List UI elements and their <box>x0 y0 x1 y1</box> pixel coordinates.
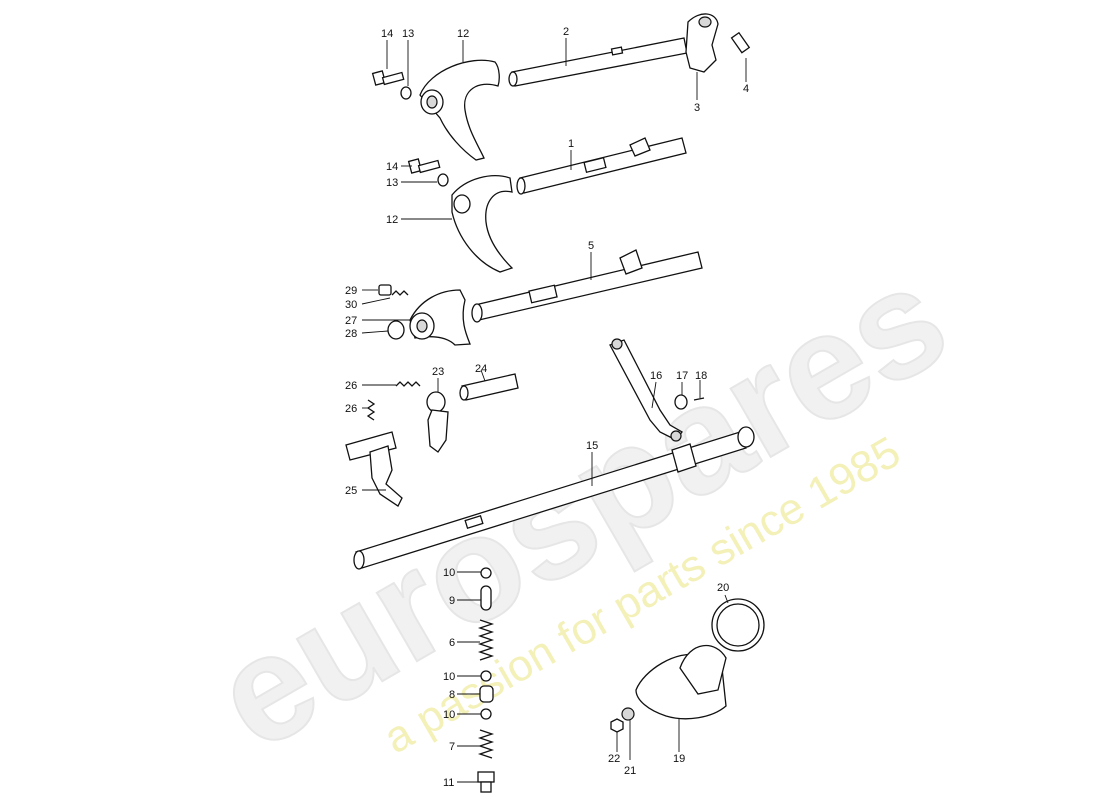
part-selector-25 <box>345 431 403 507</box>
callout-6: 6 <box>449 637 455 649</box>
part-plunger-8 <box>479 685 494 703</box>
part-spring-7 <box>477 729 495 759</box>
callout-26-a: 26 <box>345 380 357 392</box>
watermark: eurospares a passion for parts since 198… <box>187 231 973 783</box>
part-washer-21 <box>621 707 635 721</box>
part-plunger-9 <box>480 585 492 611</box>
callout-3: 3 <box>694 102 700 114</box>
part-selector-3 <box>685 13 719 73</box>
part-spring-30 <box>391 290 409 296</box>
callout-18: 18 <box>695 370 707 382</box>
part-washer-13-mid <box>437 173 449 187</box>
callout-11: 11 <box>443 777 454 789</box>
part-plug-11 <box>477 771 495 793</box>
callout-9: 9 <box>449 595 455 607</box>
callout-14-mid: 14 <box>386 161 398 173</box>
callout-19: 19 <box>673 753 685 765</box>
part-29 <box>378 284 392 296</box>
part-lever-23 <box>426 391 449 453</box>
callout-4: 4 <box>743 83 749 95</box>
callout-25: 25 <box>345 485 357 497</box>
part-spring-26-b <box>366 399 376 421</box>
callout-13-top: 13 <box>402 28 414 40</box>
part-rail-1 <box>516 137 687 195</box>
callout-30: 30 <box>345 299 357 311</box>
callout-26-b: 26 <box>345 403 357 415</box>
callout-27: 27 <box>345 315 357 327</box>
callout-10-b: 10 <box>443 671 455 683</box>
callout-10-a: 10 <box>443 567 455 579</box>
callout-13-mid: 13 <box>386 177 398 189</box>
callout-1: 1 <box>568 138 574 150</box>
callout-16: 16 <box>650 370 662 382</box>
callout-8: 8 <box>449 689 455 701</box>
callout-7: 7 <box>449 741 455 753</box>
callout-14-top: 14 <box>381 28 393 40</box>
part-circlip-28 <box>387 320 405 340</box>
part-shaft-24 <box>459 373 519 401</box>
part-seal-20 <box>711 598 765 652</box>
callout-21: 21 <box>624 765 636 777</box>
part-bolt-14-mid <box>407 158 441 174</box>
callout-22: 22 <box>608 753 620 765</box>
part-shift-fork-12-mid <box>451 175 514 273</box>
part-rail-2 <box>508 37 688 87</box>
part-cover-19 <box>635 644 727 720</box>
part-link-16 <box>609 338 683 442</box>
part-spring-6 <box>477 619 495 661</box>
part-ball-10-c <box>480 708 492 720</box>
part-rail-15 <box>353 426 755 570</box>
watermark-brand: eurospares <box>188 232 972 782</box>
part-rail-5 <box>471 249 703 323</box>
part-washer-13-top <box>400 86 412 100</box>
callout-12-mid: 12 <box>386 214 398 226</box>
part-shift-fork-27 <box>409 289 471 346</box>
callout-17: 17 <box>676 370 688 382</box>
callout-28: 28 <box>345 328 357 340</box>
callout-24: 24 <box>475 363 487 375</box>
part-17 <box>674 394 688 410</box>
callout-29: 29 <box>345 285 357 297</box>
callout-23: 23 <box>432 366 444 378</box>
part-nut-22 <box>610 718 624 733</box>
callout-15: 15 <box>586 440 598 452</box>
part-bolt-14-top <box>371 70 405 86</box>
part-ball-10-a <box>480 567 492 579</box>
part-spring-26-a <box>395 381 421 387</box>
part-shift-fork-12-top <box>419 59 500 161</box>
part-pin-4 <box>730 31 751 54</box>
part-ball-10-b <box>480 670 492 682</box>
callout-2: 2 <box>563 26 569 38</box>
callout-20: 20 <box>717 582 729 594</box>
part-18 <box>693 397 705 401</box>
callout-5: 5 <box>588 240 594 252</box>
callout-10-c: 10 <box>443 709 455 721</box>
leader-lines <box>361 38 747 783</box>
callout-labels: 14 13 12 2 3 4 1 14 13 12 5 29 30 27 28 … <box>345 26 749 789</box>
callout-12-top: 12 <box>457 28 469 40</box>
